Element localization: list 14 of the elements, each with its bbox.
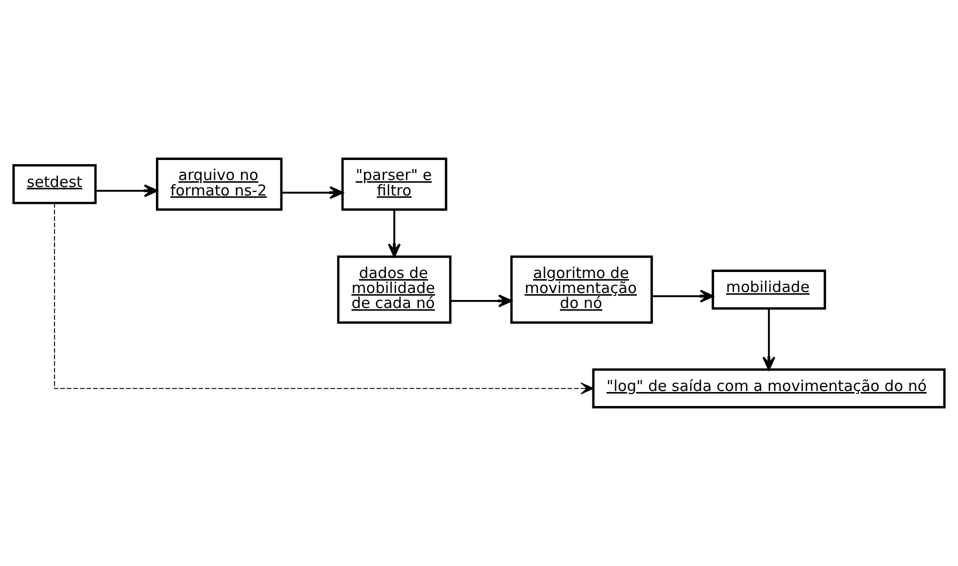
node-box: arquivo no formato ns-2 [156, 158, 283, 211]
node-box: "parser" e filtro [341, 158, 448, 211]
arrow [388, 210, 401, 258]
node-box: "log" de saída com a movimentação do nó [592, 368, 946, 408]
arrow [652, 290, 714, 303]
arrow [54, 202, 594, 394]
node-box: dados de mobilidade de cada nó [337, 255, 452, 324]
node-box: mobilidade [712, 270, 826, 310]
arrow [762, 308, 776, 370]
node-box: algoritmo de movimentação do nó [510, 255, 653, 324]
arrow [96, 184, 158, 198]
arrow [281, 186, 344, 200]
arrow [450, 294, 512, 308]
node-box: setdest [12, 164, 97, 204]
